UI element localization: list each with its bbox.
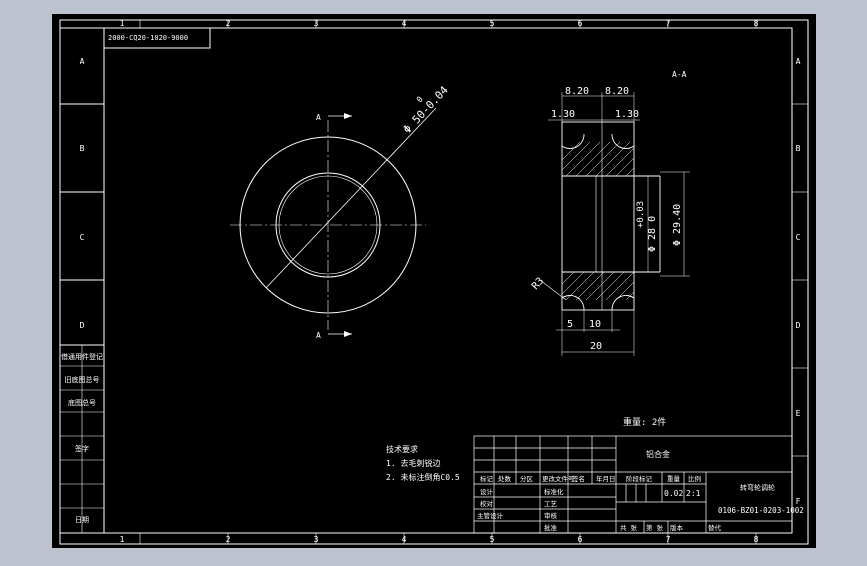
col-num-4-bottom: 4 (402, 535, 407, 544)
tb-part-name: 转弯轮调轮 (740, 483, 775, 492)
tb-date: 年月日 (596, 474, 616, 483)
section-arrow-bottom (344, 331, 352, 337)
col-num-6-bottom: 6 (578, 535, 583, 544)
tb-sign: 签名 (572, 474, 585, 483)
row-letter-c-right: C (796, 233, 801, 242)
dim-bore-dia: Φ 28 0 (647, 216, 658, 252)
tb-review: 审核 (544, 511, 558, 520)
row-letter-d-right: D (796, 321, 801, 330)
dim-w10: 10 (589, 319, 601, 330)
drawing-code: 2000-CQ20-1020-9000 (108, 34, 188, 42)
tb-mark: 标记 (480, 474, 494, 483)
tb-approve: 批准 (544, 523, 558, 532)
section-mark-bottom: A (316, 331, 321, 340)
outer-dia-upper: 0 (415, 95, 425, 105)
col-num-7-top: 7 (666, 19, 671, 28)
col-num-3-bottom: 3 (314, 535, 319, 544)
tb-standardize: 标准化 (544, 487, 564, 496)
dia-leader (265, 107, 437, 289)
section-outline (561, 121, 635, 311)
dim-width-a: 8.20 (565, 86, 589, 97)
tech-req-line1: 1. 去毛刺锐边 (386, 458, 440, 468)
col-num-6-top: 6 (578, 19, 583, 28)
weight-note: 重量: 2件 (623, 416, 666, 428)
tb-designer: 设计 (480, 487, 494, 496)
left-label-2: 旧底图总号 (65, 375, 100, 384)
dim-w5: 5 (567, 319, 573, 330)
row-letter-d-left: D (80, 321, 85, 330)
tb-count: 处数 (498, 474, 512, 483)
tb-checker: 校对 (480, 499, 494, 508)
tb-material: 铝合金 (646, 449, 670, 459)
tb-process: 工艺 (544, 500, 558, 508)
tb-drawing-no: 0106-BZ01-0203-1002 (718, 506, 804, 515)
col-num-8-bottom: 8 (754, 535, 759, 544)
front-view (230, 107, 437, 335)
col-num-1-top: 1 (120, 19, 125, 28)
tb-sheet: 第 张 (646, 523, 663, 532)
row-letter-e-right: E (796, 409, 801, 418)
dim-w20: 20 (590, 341, 602, 352)
tech-req-line2: 2. 未标注倒角C0.5 (386, 472, 460, 482)
tb-stage-label: 阶段标记 (626, 474, 653, 483)
row-letter-c-left: C (80, 233, 85, 242)
tb-scale-label: 比例 (688, 474, 701, 483)
col-num-5-bottom: 5 (490, 535, 495, 544)
col-num-5-top: 5 (490, 19, 495, 28)
dim-fillet-a: 1.30 (551, 109, 575, 120)
left-label-3: 底图总号 (68, 398, 96, 407)
row-letter-b-right: B (796, 144, 801, 153)
tb-weight-val: 0.02 (664, 489, 683, 498)
row-letter-f-right: F (796, 497, 801, 506)
section-mark-top: A (316, 113, 321, 122)
tb-weight-label: 重量 (667, 475, 681, 483)
col-num-7-bottom: 7 (666, 535, 671, 544)
tb-sheets: 共 张 (620, 523, 637, 532)
dim-fillet-b: 1.30 (615, 109, 639, 120)
dim-bore-tol: +0.03 (636, 201, 646, 228)
tb-scale-val: 2:1 (686, 489, 701, 498)
col-num-3-top: 3 (314, 19, 319, 28)
tb-chief: 主管设计 (477, 511, 504, 520)
tech-req-title: 技术要求 (386, 444, 418, 454)
col-num-2-bottom: 2 (226, 535, 231, 544)
dim-hub-dia: Φ 29.40 (672, 204, 683, 246)
row-letter-a-right: A (796, 57, 801, 66)
tb-change-doc: 更改文件号 (542, 474, 575, 483)
col-num-4-top: 4 (402, 19, 407, 28)
tb-zone: 分区 (520, 474, 534, 483)
section-view (539, 92, 690, 356)
tb-version: 版本 (670, 523, 684, 532)
outer-border (59, 19, 809, 545)
left-label-4: 签字 (75, 444, 89, 453)
section-label: A-A (672, 70, 687, 79)
row-letter-b-left: B (80, 144, 85, 153)
row-letter-a-left: A (80, 57, 85, 66)
drawing-sheet (52, 14, 816, 548)
section-arrow-top (344, 113, 352, 119)
col-num-1-bottom: 1 (120, 535, 125, 544)
left-label-5: 日期 (75, 516, 89, 524)
col-num-2-top: 2 (226, 19, 231, 28)
left-label-1: 借通用件登记 (61, 352, 103, 361)
tb-replace: 替代 (708, 523, 722, 532)
title-block (473, 435, 793, 534)
col-num-8-top: 8 (754, 19, 759, 28)
code-box (103, 27, 211, 49)
dim-width-b: 8.20 (605, 86, 629, 97)
